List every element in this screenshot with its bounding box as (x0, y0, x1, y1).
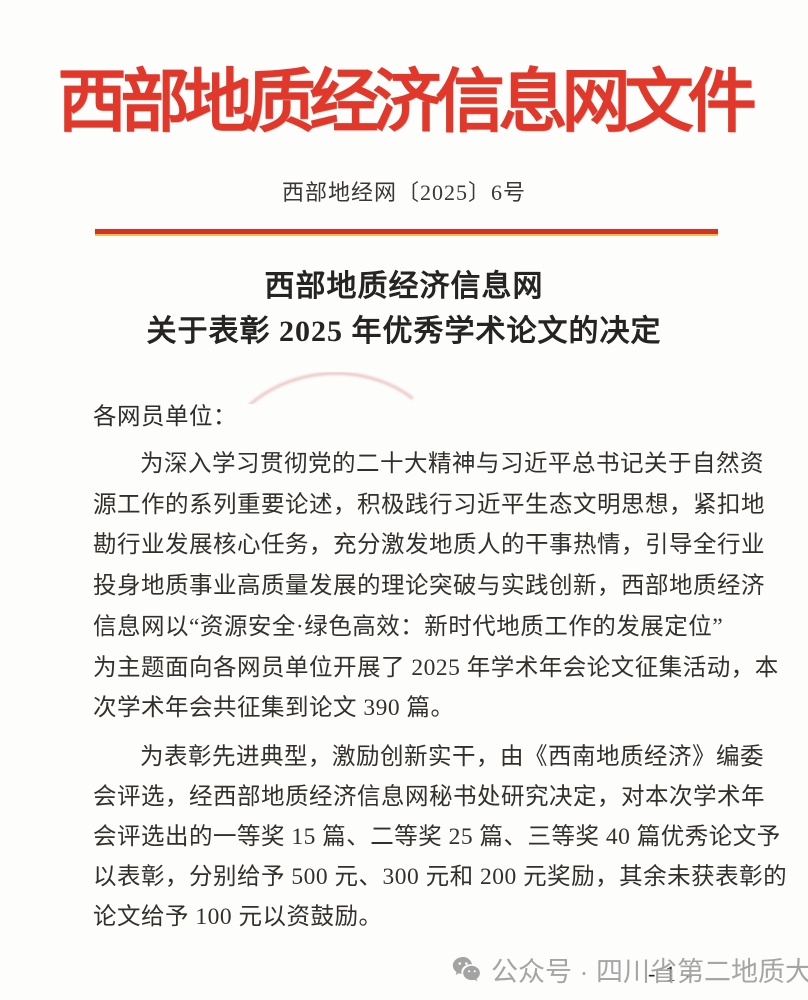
watermark: 公众号 · 四川省第二地质大队 (452, 950, 808, 989)
paragraph-line: 源工作的系列重要论述，积极践行习近平生态文明思想，紧扣地 (93, 491, 765, 518)
paragraph-line: 次学术年会共征集到论文 390 篇。 (93, 695, 455, 722)
watermark-text: 公众号 · 四川省第二地质大队 (491, 957, 808, 987)
paragraph-line: 为表彰先进典型，激励创新实干，由《西南地质经济》编委 (140, 744, 764, 770)
stamp-circle-edge (212, 372, 452, 404)
salutation: 各网员单位： (93, 404, 237, 430)
letterhead-title: 西部地质经济信息网文件 (57, 64, 757, 140)
stamp-arc (212, 372, 452, 404)
paragraph-line: 以表彰，分别给予 500 元、300 元和 200 元奖励，其余未获表彰的 (93, 864, 788, 890)
document-title-line1: 西部地质经济信息网 (264, 270, 544, 303)
paragraph-line: 论文给予 100 元以资鼓励。 (93, 904, 383, 930)
paragraph-line: 勘行业发展核心任务，充分激发地质人的干事热情，引导全行业 (93, 532, 765, 559)
paragraph-line: 会评选出的一等奖 15 篇、二等奖 25 篇、三等奖 40 篇优秀论文予 (93, 824, 781, 850)
page-number: - 1 - (648, 961, 695, 986)
paragraph-line: 为主题面向各网员单位开展了 2025 年学术年会论文征集活动，本 (93, 654, 779, 681)
paragraph-line: 投身地质事业高质量发展的理论突破与实践创新，西部地质经济 (93, 573, 765, 600)
red-separator-line (95, 229, 718, 236)
document-title-line2: 关于表彰 2025 年优秀学术论文的决定 (146, 315, 662, 348)
paragraph-1: 为深入学习贯彻党的二十大精神与习近平总书记关于自然资源工作的系列重要论述，积极践… (93, 444, 779, 729)
wechat-icon (452, 957, 480, 982)
paragraph-line: 信息网以“资源安全·绿色高效：新时代地质工作的发展定位” (93, 613, 724, 640)
document-number: 西部地经网〔2025〕6号 (281, 180, 526, 205)
paragraph-2: 为表彰先进典型，激励创新实干，由《西南地质经济》编委会评选，经西部地质经济信息网… (93, 737, 788, 937)
paragraph-line: 为深入学习贯彻党的二十大精神与习近平总书记关于自然资 (140, 451, 764, 477)
document-title: 西部地质经济信息网 关于表彰 2025 年优秀学术论文的决定 (0, 264, 808, 354)
paragraph-line: 会评选，经西部地质经济信息网秘书处研究决定，对本次学术年 (93, 784, 765, 810)
